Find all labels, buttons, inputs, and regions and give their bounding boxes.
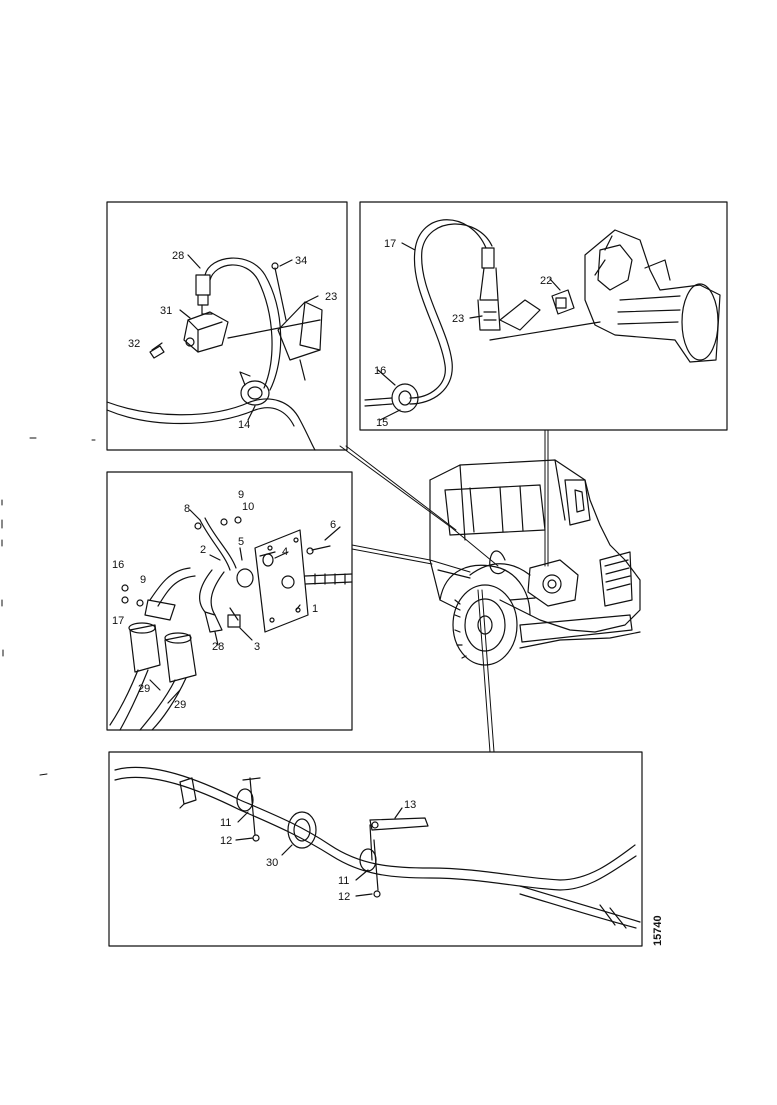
scan-marks xyxy=(1,437,96,776)
callouts-top-left: 28 34 31 23 32 14 xyxy=(128,250,337,431)
callout-23: 23 xyxy=(325,291,337,303)
callout-11b: 11 xyxy=(338,875,349,887)
callout-1: 1 xyxy=(312,603,318,615)
callout-28: 28 xyxy=(212,641,224,653)
panel-top-right-art xyxy=(364,219,721,421)
callout-29: 29 xyxy=(138,683,150,695)
callout-29b: 29 xyxy=(174,699,186,711)
panel-bottom-border xyxy=(108,751,643,947)
callout-6: 6 xyxy=(330,519,336,531)
callout-16: 16 xyxy=(112,559,124,571)
callout-32: 32 xyxy=(128,338,140,350)
callout-28: 28 xyxy=(172,250,184,262)
callout-34: 34 xyxy=(295,255,307,267)
panel-top-right-border xyxy=(359,201,728,431)
callout-22: 22 xyxy=(540,275,552,287)
callout-31: 31 xyxy=(160,305,172,317)
figure-number: 15740 xyxy=(652,915,664,946)
callout-4: 4 xyxy=(282,546,288,558)
callouts-bottom: 13 11 12 30 11 12 xyxy=(220,799,416,903)
callout-30: 30 xyxy=(266,857,278,869)
callout-9b: 9 xyxy=(140,574,146,586)
callout-8: 8 xyxy=(184,503,190,515)
callout-15: 15 xyxy=(376,417,388,429)
truck-illustration xyxy=(429,459,641,666)
callout-2: 2 xyxy=(200,544,206,556)
callout-12: 12 xyxy=(220,835,232,847)
panel-bottom-art xyxy=(114,766,641,929)
callout-5: 5 xyxy=(238,536,244,548)
callouts-middle-left: 8 9 10 6 2 5 4 16 9 1 17 28 3 29 29 xyxy=(112,489,336,711)
callout-11: 11 xyxy=(220,817,231,829)
panel-top-left-art xyxy=(106,254,323,451)
panel-connector-lines xyxy=(339,429,549,753)
callout-14: 14 xyxy=(238,419,250,431)
callout-9: 9 xyxy=(238,489,244,501)
callout-17: 17 xyxy=(112,615,124,627)
callout-3: 3 xyxy=(254,641,260,653)
callout-17: 17 xyxy=(384,238,396,250)
panel-middle-left-art xyxy=(109,509,353,731)
callout-23: 23 xyxy=(452,313,464,325)
panel-top-left-border xyxy=(106,201,348,451)
callouts-top-right: 17 22 23 16 15 xyxy=(374,238,552,429)
callout-16: 16 xyxy=(374,365,386,377)
callout-13: 13 xyxy=(404,799,416,811)
callout-12b: 12 xyxy=(338,891,350,903)
callout-10: 10 xyxy=(242,501,254,513)
panel-middle-left-border xyxy=(106,471,353,731)
